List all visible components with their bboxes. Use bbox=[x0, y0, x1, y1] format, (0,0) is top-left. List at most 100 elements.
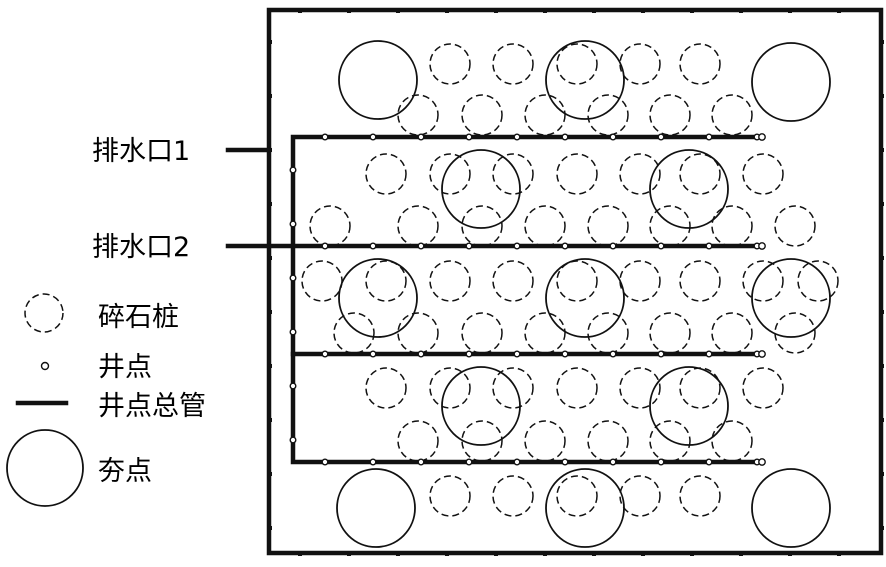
well-point bbox=[289, 220, 297, 228]
boundary-tick bbox=[739, 551, 743, 556]
well-point bbox=[465, 350, 473, 358]
gravel-pile bbox=[649, 205, 691, 247]
boundary-tick bbox=[837, 8, 841, 13]
gravel-pile bbox=[711, 94, 753, 136]
gravel-pile bbox=[429, 260, 471, 302]
gravel-pile bbox=[587, 94, 629, 136]
boundary-tick bbox=[879, 418, 884, 422]
gravel-pile bbox=[397, 94, 439, 136]
gravel-pile bbox=[461, 312, 503, 354]
gravel-pile bbox=[556, 260, 598, 302]
well-point bbox=[289, 328, 297, 336]
well-point bbox=[705, 350, 713, 358]
gravel-pile bbox=[365, 367, 407, 409]
well-point bbox=[417, 242, 425, 250]
well-point bbox=[369, 133, 377, 141]
well-point bbox=[758, 350, 766, 358]
gravel-pile bbox=[797, 260, 839, 302]
gravel-pile bbox=[649, 420, 691, 462]
boundary-tick bbox=[879, 202, 884, 206]
tamping-point bbox=[336, 468, 416, 548]
well-point bbox=[369, 350, 377, 358]
boundary-tick bbox=[788, 551, 792, 556]
boundary-tick bbox=[641, 551, 645, 556]
tamping-point bbox=[751, 258, 831, 338]
gravel-pile bbox=[397, 205, 439, 247]
well-point bbox=[465, 242, 473, 250]
gravel-pile bbox=[556, 43, 598, 85]
legend-gravel-pile-label: 碎石桩 bbox=[98, 302, 179, 333]
gravel-pile bbox=[649, 94, 691, 136]
tamping-point bbox=[649, 366, 729, 446]
boundary-tick bbox=[267, 40, 272, 44]
legend-well-point-label: 井点 bbox=[98, 352, 152, 383]
gravel-pile bbox=[365, 153, 407, 195]
well-point bbox=[513, 133, 521, 141]
tamping-point bbox=[545, 258, 625, 338]
gravel-pile bbox=[649, 312, 691, 354]
well-point bbox=[289, 166, 297, 174]
gravel-pile bbox=[461, 205, 503, 247]
gravel-pile bbox=[619, 153, 661, 195]
gravel-pile bbox=[397, 312, 439, 354]
well-point bbox=[321, 133, 329, 141]
well-point bbox=[561, 458, 569, 466]
gravel-pile bbox=[429, 475, 471, 517]
gravel-pile bbox=[492, 153, 534, 195]
well-point bbox=[369, 242, 377, 250]
gravel-pile bbox=[711, 205, 753, 247]
gravel-pile bbox=[619, 475, 661, 517]
well-point bbox=[705, 133, 713, 141]
gravel-pile bbox=[461, 420, 503, 462]
gravel-pile bbox=[333, 312, 375, 354]
gravel-pile bbox=[556, 475, 598, 517]
gravel-pile bbox=[429, 367, 471, 409]
gravel-pile bbox=[711, 312, 753, 354]
boundary-tick bbox=[494, 8, 498, 13]
well-point bbox=[417, 350, 425, 358]
boundary-tick bbox=[396, 8, 400, 13]
well-main-pipe-layer bbox=[225, 134, 763, 465]
gravel-pile-layer bbox=[301, 43, 839, 517]
boundary-tick bbox=[267, 310, 272, 314]
well-point bbox=[289, 274, 297, 282]
gravel-pile bbox=[492, 367, 534, 409]
boundary-tick bbox=[494, 551, 498, 556]
gravel-pile bbox=[524, 420, 566, 462]
gravel-pile bbox=[309, 205, 351, 247]
legend-tamping-point-icon bbox=[6, 429, 84, 507]
well-point bbox=[657, 242, 665, 250]
tamping-point bbox=[441, 366, 521, 446]
boundary-tick bbox=[879, 256, 884, 260]
gravel-pile bbox=[492, 43, 534, 85]
boundary-tick bbox=[690, 551, 694, 556]
boundary-tick bbox=[267, 418, 272, 422]
boundary-tick bbox=[267, 472, 272, 476]
gravel-pile bbox=[524, 94, 566, 136]
gravel-pile bbox=[365, 260, 407, 302]
gravel-pile bbox=[679, 43, 721, 85]
gravel-pile bbox=[587, 312, 629, 354]
well-point bbox=[758, 242, 766, 250]
well-point bbox=[758, 458, 766, 466]
gravel-pile bbox=[679, 475, 721, 517]
legend-main-pipe-label: 井点总管 bbox=[98, 391, 206, 422]
boundary-tick bbox=[879, 472, 884, 476]
well-point bbox=[657, 133, 665, 141]
well-point bbox=[561, 242, 569, 250]
gravel-pile bbox=[742, 367, 784, 409]
gravel-pile bbox=[461, 94, 503, 136]
gravel-pile bbox=[556, 153, 598, 195]
gravel-pile bbox=[429, 43, 471, 85]
well-point bbox=[289, 436, 297, 444]
boundary-tick bbox=[690, 8, 694, 13]
legend-well-point-icon bbox=[40, 361, 50, 371]
legend: 碎石桩 井点 井点总管 夯点 bbox=[6, 293, 206, 507]
well-point bbox=[609, 133, 617, 141]
well-point bbox=[321, 350, 329, 358]
well-point bbox=[609, 458, 617, 466]
well-point bbox=[705, 242, 713, 250]
well-point bbox=[561, 133, 569, 141]
tamping-point bbox=[649, 149, 729, 229]
main-pipe-loop bbox=[290, 134, 763, 465]
